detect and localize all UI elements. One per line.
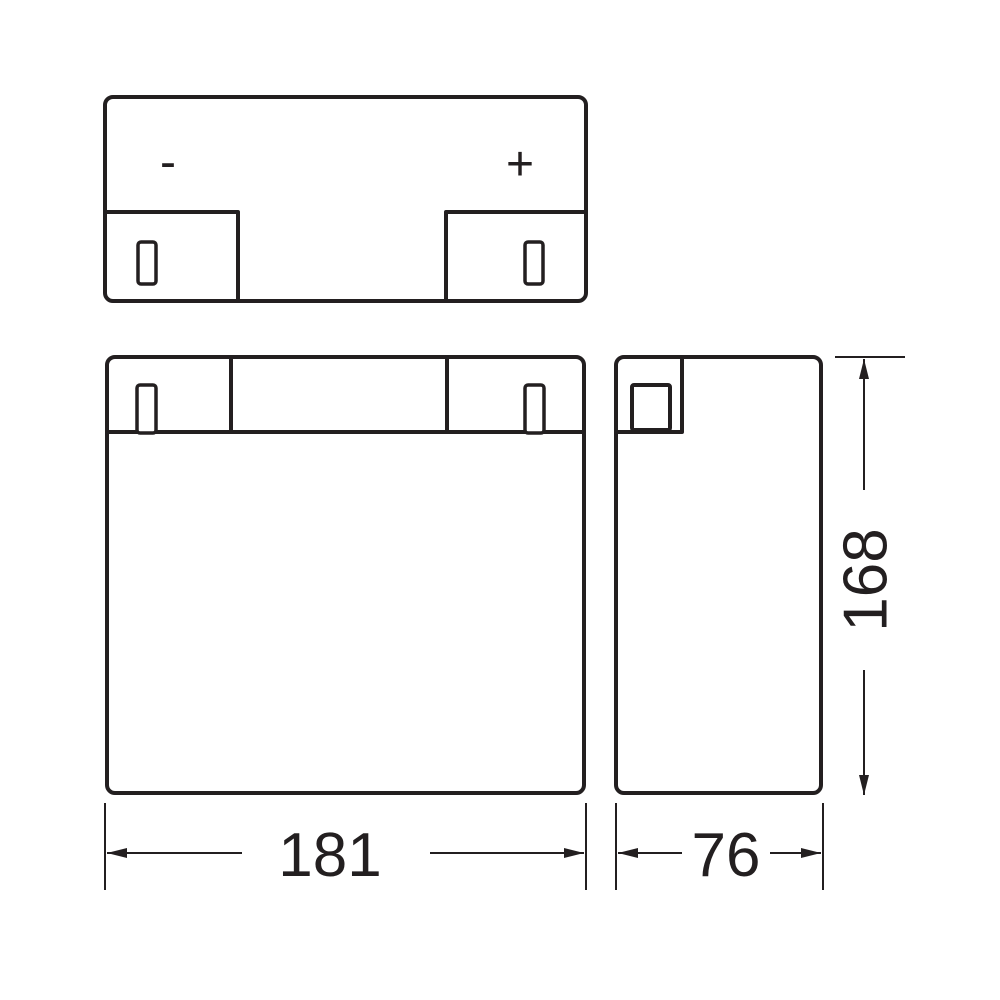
side-view-outline <box>614 355 823 795</box>
negative-terminal-label: - <box>160 136 176 189</box>
top-view: - + <box>103 95 588 303</box>
top-view-right-terminal-block <box>444 210 586 301</box>
top-view-negative-post <box>136 240 158 286</box>
height-dimension-label: 168 <box>832 528 901 631</box>
side-view-terminal-post <box>630 383 672 432</box>
top-view-outline <box>103 95 588 303</box>
depth-dimension: 76 <box>615 803 824 890</box>
depth-dimension-label: 76 <box>692 821 761 890</box>
width-dimension-label: 181 <box>278 821 381 890</box>
side-view-terminal-block <box>616 357 684 434</box>
front-view-outline <box>105 355 586 795</box>
width-dimension: 181 <box>104 803 587 890</box>
front-view-positive-post <box>523 383 546 435</box>
top-view-left-terminal-block <box>105 210 240 301</box>
side-view <box>614 355 823 795</box>
front-view-negative-post <box>135 383 158 435</box>
height-dimension: 168 <box>832 356 905 795</box>
front-view <box>105 355 586 795</box>
positive-terminal-label: + <box>506 138 534 191</box>
top-view-positive-post <box>523 240 545 286</box>
